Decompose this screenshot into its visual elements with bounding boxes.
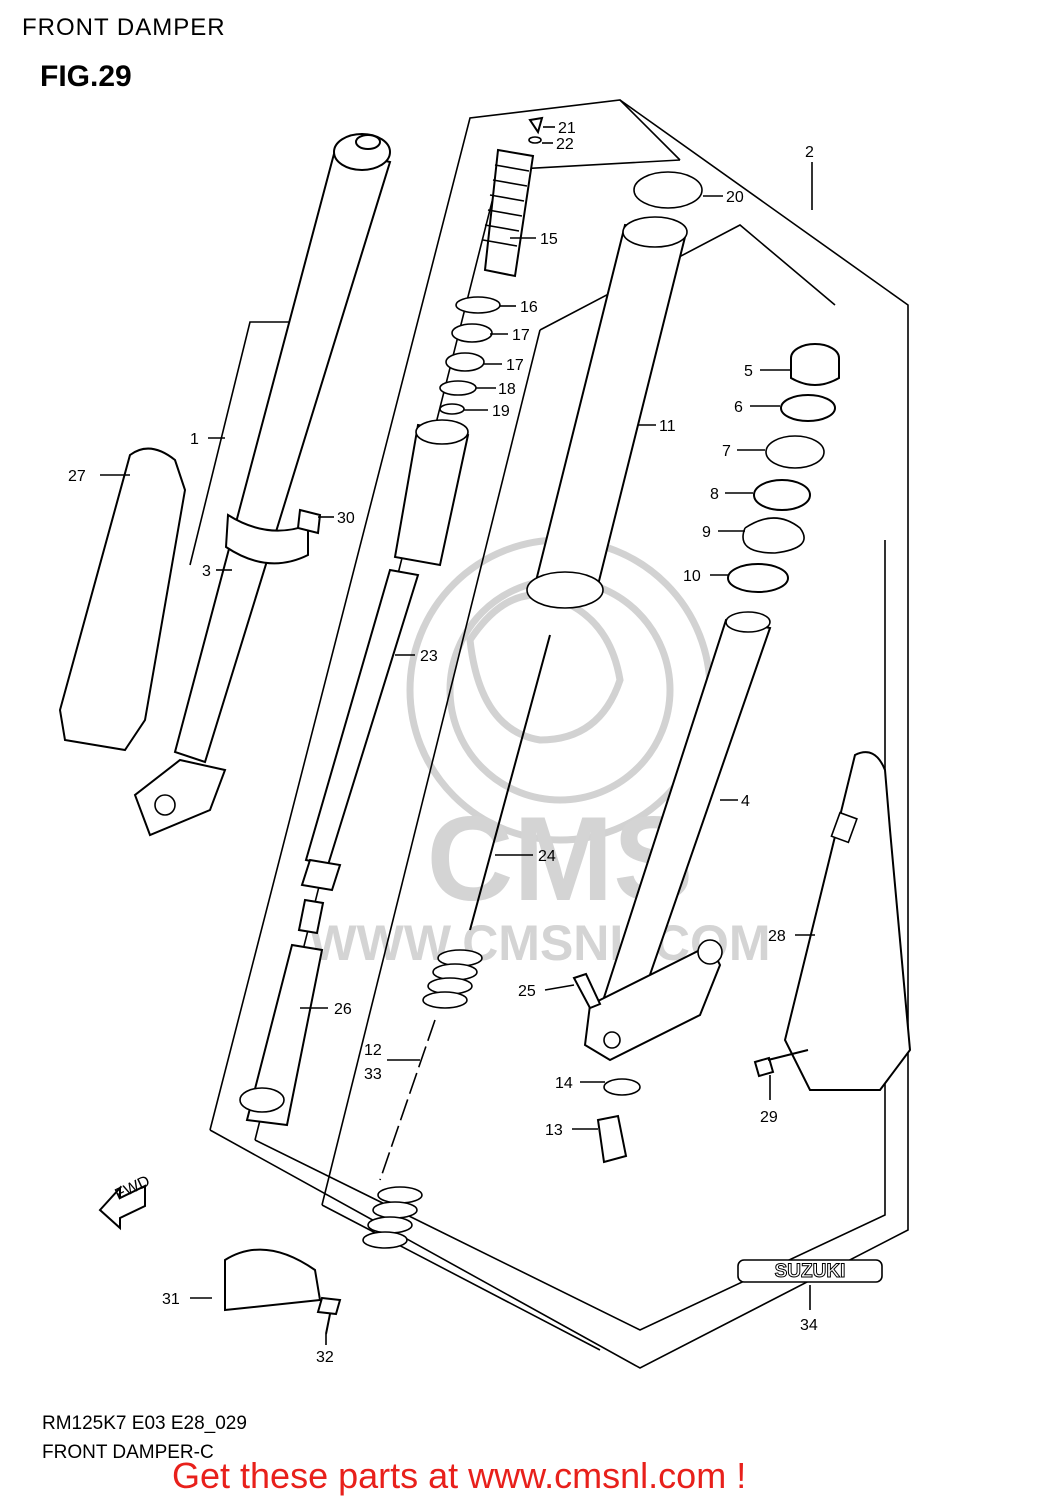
part-fork-guard-right <box>783 751 912 1091</box>
callout-13: 13 <box>545 1122 563 1139</box>
part-air-bleeder <box>572 972 602 1010</box>
callout-4: 4 <box>741 793 750 810</box>
callout-14: 14 <box>555 1075 573 1092</box>
page-heading: FRONT DAMPER <box>22 14 226 41</box>
promo-link[interactable]: Get these parts at www.cmsnl.com ! <box>172 1455 747 1496</box>
callout-24: 24 <box>538 848 556 865</box>
part-seal-stack <box>727 343 840 593</box>
callout-21: 21 <box>558 120 576 137</box>
callout-16: 16 <box>520 299 538 316</box>
part-spring-upper <box>422 949 483 1009</box>
callout-17b: 17 <box>506 357 524 374</box>
callout-10: 10 <box>683 568 701 585</box>
diagram-caption: FRONT DAMPER-C <box>42 1442 214 1463</box>
part-gasket <box>603 1078 641 1096</box>
part-bottom-sleeve <box>239 943 324 1127</box>
part-damper-rod <box>469 634 551 931</box>
figure-title: FIG.29 <box>40 60 132 93</box>
part-clamp-bolt <box>316 1296 342 1335</box>
part-cartridge-head <box>439 116 544 415</box>
part-spring-lower <box>362 1186 423 1249</box>
part-clamp <box>224 1248 322 1312</box>
callout-25: 25 <box>518 983 536 1000</box>
part-damper-cartridge <box>297 419 470 935</box>
callout-34: 34 <box>800 1317 818 1334</box>
callout-29: 29 <box>760 1109 778 1126</box>
callout-28: 28 <box>768 928 786 945</box>
callout-30: 30 <box>337 510 355 527</box>
callout-9: 9 <box>702 524 711 541</box>
callout-12: 12 <box>364 1042 382 1059</box>
callout-1: 1 <box>190 431 199 448</box>
callout-3: 3 <box>202 563 211 580</box>
guard-tab <box>830 811 858 844</box>
part-inner-tube <box>583 611 772 1062</box>
fwd-arrow-icon: FWD <box>98 1173 153 1231</box>
callout-8: 8 <box>710 486 719 503</box>
part-guard-screw <box>753 1049 809 1078</box>
callout-labels: 1 2 3 4 5 6 7 8 9 10 11 12 33 13 14 15 1… <box>68 120 818 1366</box>
leader-lines <box>100 126 815 1345</box>
callout-27: 27 <box>68 468 86 485</box>
callout-11: 11 <box>659 418 676 435</box>
part-outer-tube <box>133 133 392 837</box>
suzuki-emblem: SUZUKI <box>737 1259 883 1283</box>
callout-20: 20 <box>726 189 744 206</box>
callout-5: 5 <box>744 363 753 380</box>
part-bolt <box>596 1114 628 1164</box>
callout-32: 32 <box>316 1349 334 1366</box>
callout-7: 7 <box>722 443 731 460</box>
callout-19: 19 <box>492 403 510 420</box>
callout-6: 6 <box>734 399 743 416</box>
callout-17a: 17 <box>512 327 530 344</box>
callout-31: 31 <box>162 1291 180 1308</box>
callout-23: 23 <box>420 648 438 665</box>
callout-18: 18 <box>498 381 516 398</box>
callout-15: 15 <box>540 231 558 248</box>
part-o-ring <box>633 171 703 209</box>
callout-22: 22 <box>556 136 574 153</box>
callout-26: 26 <box>334 1001 352 1018</box>
callout-2: 2 <box>805 144 814 161</box>
spring-axis <box>379 1019 436 1181</box>
model-code: RM125K7 E03 E28_029 <box>42 1413 247 1434</box>
part-fork-guard-left <box>58 447 187 752</box>
suzuki-text: SUZUKI <box>775 1261 846 1282</box>
part-outer-tube-right <box>526 216 688 609</box>
callout-33: 33 <box>364 1066 382 1083</box>
